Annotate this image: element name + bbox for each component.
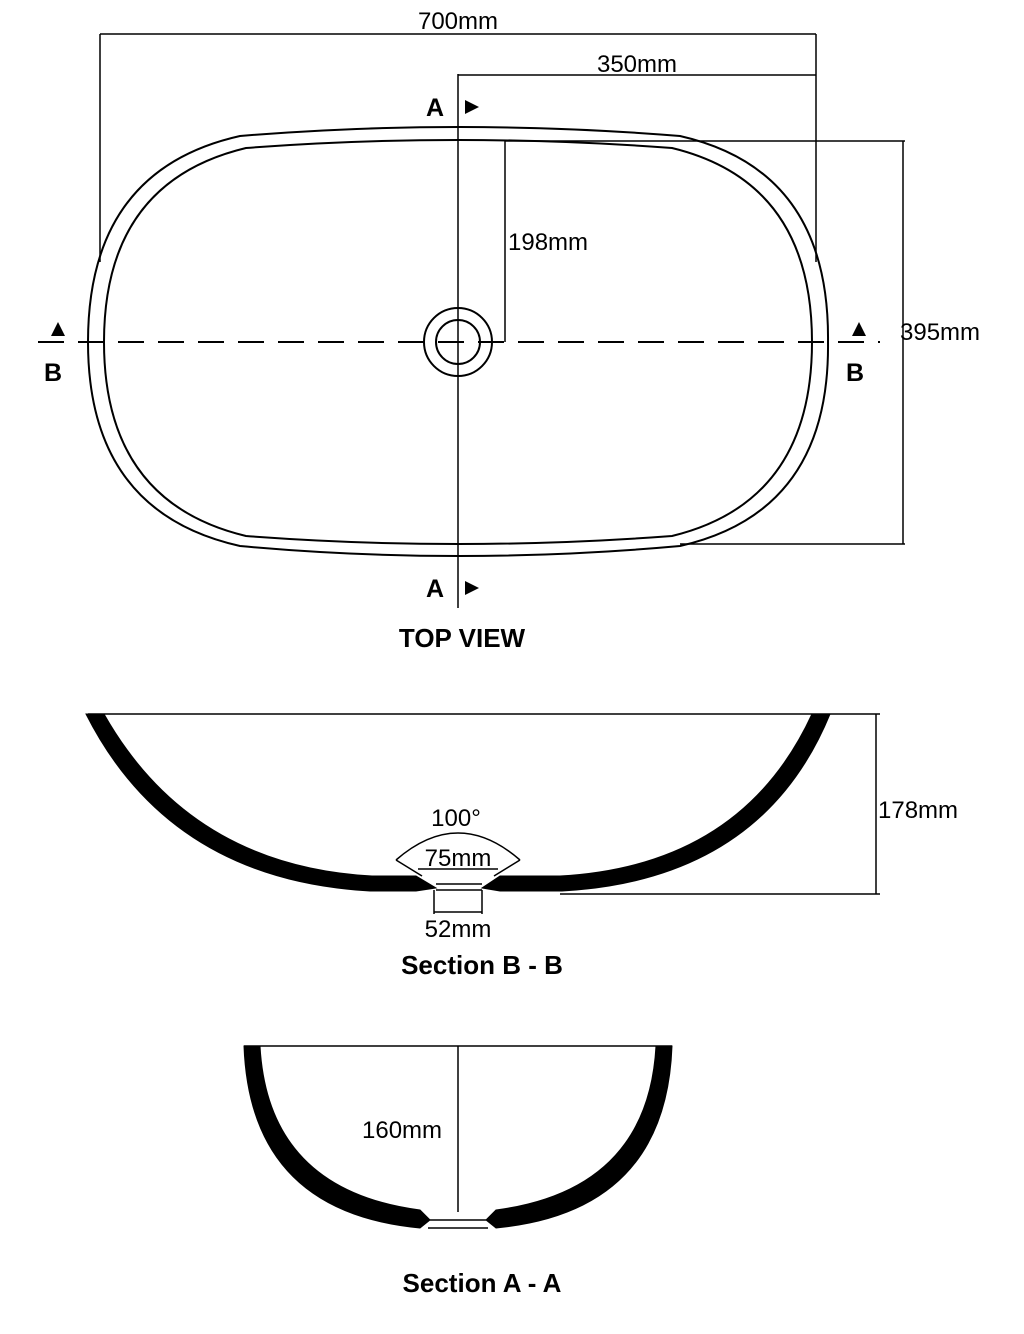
section-bb-angle-left bbox=[395, 859, 423, 877]
dim-178-label: 178mm bbox=[878, 797, 958, 824]
dim-700-label: 700mm bbox=[418, 8, 498, 35]
section-a-bottom-arrow bbox=[465, 581, 479, 595]
section-aa-title: Section A - A bbox=[403, 1268, 562, 1298]
section-b-left-arrow bbox=[51, 322, 65, 336]
section-bb-angle-label: 100° bbox=[431, 805, 481, 832]
section-bb-angle-arc bbox=[395, 832, 521, 861]
dim-75-label: 75mm bbox=[425, 845, 492, 872]
dim-395-label: 395mm bbox=[900, 319, 980, 346]
dim-160-label: 160mm bbox=[362, 1117, 442, 1144]
section-bb-title: Section B - B bbox=[401, 950, 563, 980]
basin-inner-outline bbox=[102, 139, 814, 545]
section-bb-basin-wall bbox=[85, 713, 831, 892]
section-b-right-arrow bbox=[852, 322, 866, 336]
top-view-title: TOP VIEW bbox=[399, 623, 526, 653]
dim-350-label: 350mm bbox=[597, 51, 677, 78]
section-a-top-label: A bbox=[426, 94, 444, 122]
section-aa: 160mm Section A - A bbox=[243, 1045, 673, 1298]
section-bb-angle-right bbox=[493, 859, 521, 877]
dim-52-label: 52mm bbox=[425, 916, 492, 943]
basin-outer-outline bbox=[86, 126, 830, 557]
section-b-right-label: B bbox=[846, 359, 864, 387]
section-bb: 100° 75mm 52mm 178mm Section B - B bbox=[85, 713, 958, 980]
section-a-top-arrow bbox=[465, 100, 479, 114]
top-view: 700mm 350mm 198mm 395mm A A B B TOP VIEW bbox=[38, 8, 980, 653]
section-b-left-label: B bbox=[44, 359, 62, 387]
section-a-bottom-label: A bbox=[426, 575, 444, 603]
dim-198-label: 198mm bbox=[508, 229, 588, 256]
